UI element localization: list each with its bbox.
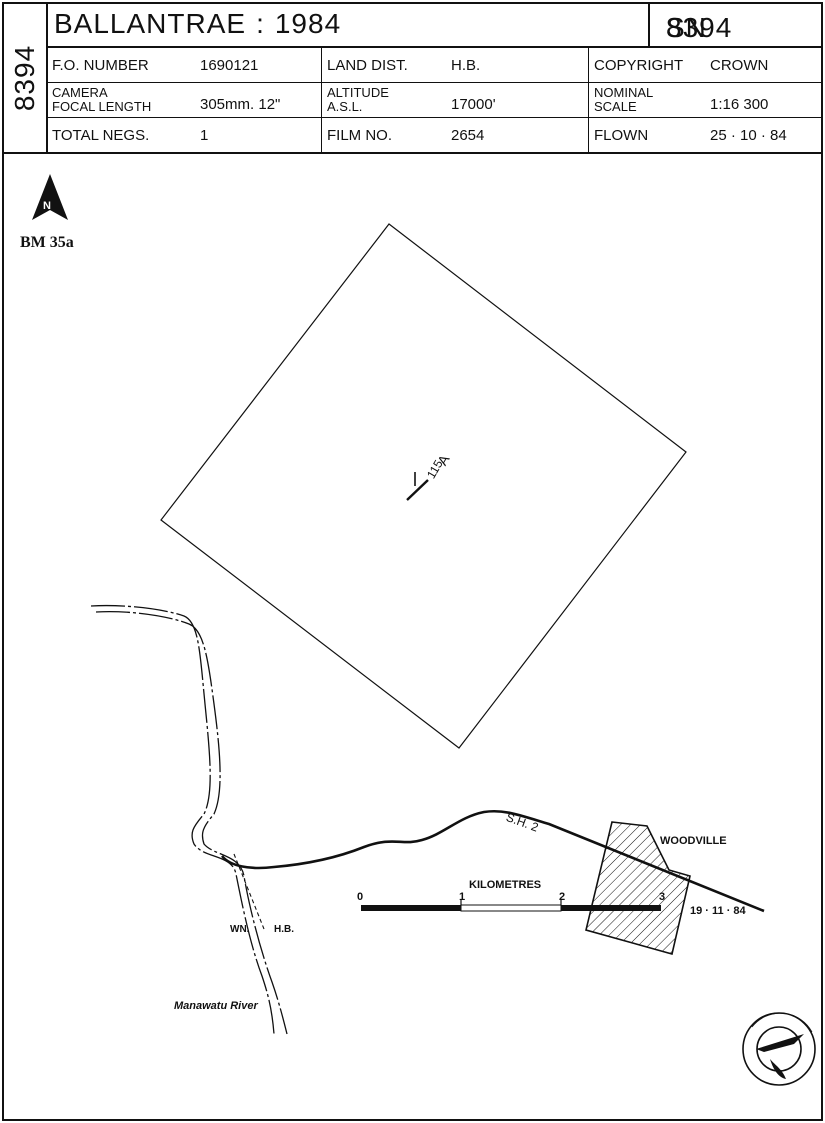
land-dist-value: H.B.	[451, 57, 481, 74]
flown-label: FLOWN	[594, 127, 649, 144]
sn-value: 8394	[666, 12, 733, 43]
total-negs-label: TOTAL NEGS.	[52, 127, 150, 144]
woodville-area	[585, 821, 691, 955]
nz-aerial-mapping-logo	[742, 1012, 816, 1086]
map-title: BALLANTRAE:1984	[54, 8, 341, 40]
info-row-3: TOTAL NEGS. 1 FILM NO. 2654 FLOWN 25 · 1…	[46, 118, 821, 152]
scale-tick-2: 2	[559, 891, 566, 903]
copyright-label: COPYRIGHT	[594, 57, 684, 74]
state-highway-2	[220, 809, 765, 913]
asl-label: A.S.L.	[327, 99, 363, 114]
scale-bar	[361, 899, 661, 912]
scale-value: 1:16 300	[710, 96, 769, 113]
scale-segment-1-2	[460, 904, 562, 912]
info-row-1: F.O. NUMBER 1690121 LAND DIST. H.B. COPY…	[46, 48, 821, 83]
grid-divider	[588, 48, 589, 152]
river-bank-left	[90, 604, 275, 1035]
scale-tick-1: 1	[459, 891, 466, 903]
sn-label: SN	[666, 12, 707, 43]
benchmark-label: BM 35a	[20, 234, 74, 251]
title-year: 1984	[274, 8, 342, 39]
total-negs-value: 1	[200, 127, 209, 144]
fo-number-label: F.O. NUMBER	[52, 57, 149, 74]
scale-tick-0: 0	[357, 891, 364, 903]
title-separator: :	[256, 8, 265, 39]
fo-number-value: 1690121	[200, 57, 259, 74]
river-bank-right	[95, 610, 288, 1035]
scale-label: SCALE	[594, 99, 637, 114]
district-boundary	[233, 853, 265, 930]
side-code-cell: 8394	[4, 4, 48, 152]
scale-segment-0-1	[361, 905, 461, 911]
focal-length-label: FOCAL LENGTH	[52, 99, 152, 114]
title-block: 8394 BALLANTRAE:1984 SN 8394 F.O. NUMBER…	[4, 4, 821, 154]
side-code: 8394	[9, 44, 40, 112]
copyright-value: CROWN	[710, 57, 769, 74]
film-no-value: 2654	[451, 127, 485, 144]
title-place: BALLANTRAE	[54, 8, 247, 39]
camera-label: CAMERA	[52, 85, 108, 100]
nominal-label: NOMINAL	[594, 85, 654, 100]
flown-value: 25 · 10 · 84	[710, 127, 787, 144]
altitude-value: 17000'	[451, 96, 496, 113]
river-label: Manawatu River	[174, 1000, 258, 1012]
film-no-label: FILM NO.	[327, 127, 393, 144]
scale-title: KILOMETRES	[469, 879, 542, 891]
map-drawing	[32, 174, 816, 1086]
map-area: N BM 35a 115 A S.H. 2 WOODVILLE WN. H.B.…	[4, 154, 821, 1119]
land-dist-label: LAND DIST.	[327, 57, 408, 74]
photo-centre-line	[406, 479, 429, 501]
scale-segment-2-3	[561, 905, 661, 911]
altitude-label: ALTITUDE	[327, 85, 389, 100]
photo-footprint	[160, 223, 687, 749]
sn-cell: SN 8394	[648, 4, 823, 46]
grid-divider	[321, 48, 322, 152]
title-row: BALLANTRAE:1984 SN 8394	[46, 4, 821, 48]
focal-length-value: 305mm. 12"	[200, 96, 281, 113]
date-stamp: 19 · 11 · 84	[690, 905, 746, 917]
boundary-label-hb: H.B.	[274, 924, 294, 935]
info-grid: F.O. NUMBER 1690121 LAND DIST. H.B. COPY…	[46, 48, 821, 152]
scale-tick-3: 3	[659, 891, 666, 903]
north-letter: N	[43, 200, 51, 212]
sn-number: SN 8394	[658, 8, 731, 43]
town-label: WOODVILLE	[660, 835, 727, 847]
boundary-label-wn: WN.	[230, 924, 250, 935]
north-arrow-icon	[32, 174, 68, 220]
